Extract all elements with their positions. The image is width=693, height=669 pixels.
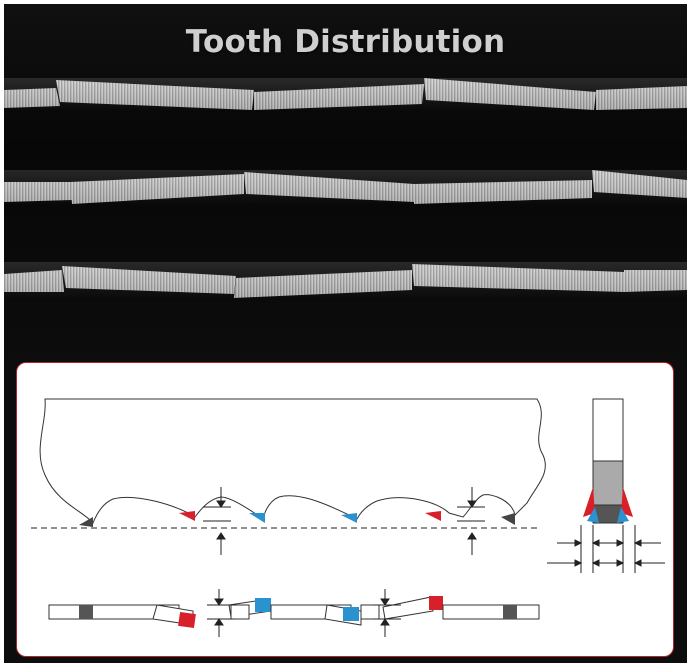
tooth-set-diagram-card: [16, 362, 674, 657]
tooth-height-markers: [203, 487, 485, 555]
page-title: Tooth Distribution: [185, 24, 506, 60]
blade-top-view: [48, 589, 540, 637]
blade-photo-illustration: [4, 78, 687, 300]
blade-cross-section: [547, 398, 665, 573]
blade-row-1: [4, 78, 687, 112]
blade-photo: Tooth Distribution: [4, 4, 687, 359]
blade-row-3: [4, 262, 687, 300]
blade-row-2: [4, 170, 687, 206]
product-image-frame: Tooth Distribution: [4, 4, 687, 663]
blade-side-profile: [39, 398, 546, 527]
tooth-set-diagram: [31, 398, 665, 637]
